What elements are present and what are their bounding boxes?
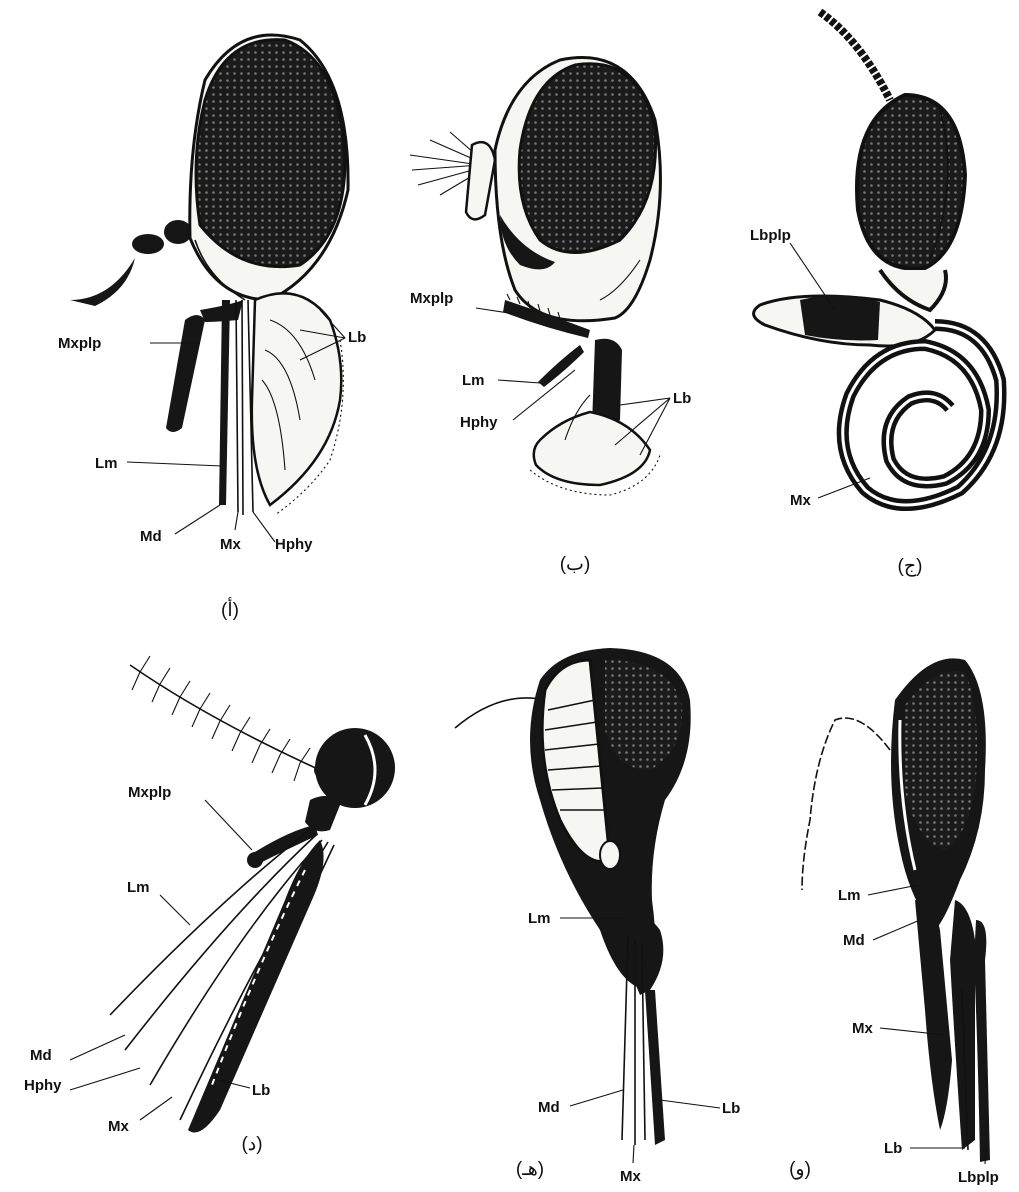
- panel-a-drawing: [70, 35, 348, 515]
- panel-e-drawing: [455, 648, 691, 1145]
- panel-b-label-hphy: Hphy: [460, 414, 498, 431]
- panel-b-label-lb: Lb: [673, 390, 691, 407]
- panel-a-label-hphy: Hphy: [275, 536, 313, 553]
- panel-c-drawing: [754, 12, 1001, 505]
- panel-f-drawing: [802, 658, 990, 1162]
- panel-c-label-mx: Mx: [790, 492, 811, 509]
- panel-f-label-mx: Mx: [852, 1020, 873, 1037]
- panel-e-label-mx: Mx: [620, 1168, 641, 1185]
- panel-d-caption: (د): [241, 1134, 262, 1155]
- panel-a-label-lm: Lm: [95, 455, 118, 472]
- panel-e-label-lm: Lm: [528, 910, 551, 927]
- panel-d-label-hphy: Hphy: [24, 1077, 62, 1094]
- panel-e-label-md: Md: [538, 1099, 560, 1116]
- panel-b-label-lm: Lm: [462, 372, 485, 389]
- panel-c-label-lbplp: Lbplp: [750, 227, 791, 244]
- panel-a-label-lb: Lb: [348, 329, 366, 346]
- panel-d-label-mxplp: Mxplp: [128, 784, 171, 801]
- panel-e-caption: (هـ): [516, 1159, 544, 1180]
- panel-c-leaders: [790, 243, 870, 498]
- panel-f-label-md: Md: [843, 932, 865, 949]
- panel-d-drawing: [110, 656, 395, 1133]
- panel-d-label-md: Md: [30, 1047, 52, 1064]
- panel-a-label-mxplp: Mxplp: [58, 335, 101, 352]
- panel-b-drawing: [410, 58, 660, 496]
- panel-f-label-lb: Lb: [884, 1140, 902, 1157]
- panel-a-caption: (أ): [221, 596, 239, 621]
- panel-f-label-lm: Lm: [838, 887, 861, 904]
- panel-b-label-mxplp: Mxplp: [410, 290, 453, 307]
- panel-b-caption: (ب): [560, 554, 591, 575]
- panel-f-label-lbplp: Lbplp: [958, 1169, 999, 1186]
- panel-d-label-lb: Lb: [252, 1082, 270, 1099]
- panel-a-label-mx: Mx: [220, 536, 241, 553]
- panel-f-caption: (و): [789, 1159, 811, 1180]
- panel-a-label-md: Md: [140, 528, 162, 545]
- panel-d-label-lm: Lm: [127, 879, 150, 896]
- panel-d-label-mx: Mx: [108, 1118, 129, 1135]
- panel-e-label-lb: Lb: [722, 1100, 740, 1117]
- panel-c-caption: (ج): [898, 556, 923, 577]
